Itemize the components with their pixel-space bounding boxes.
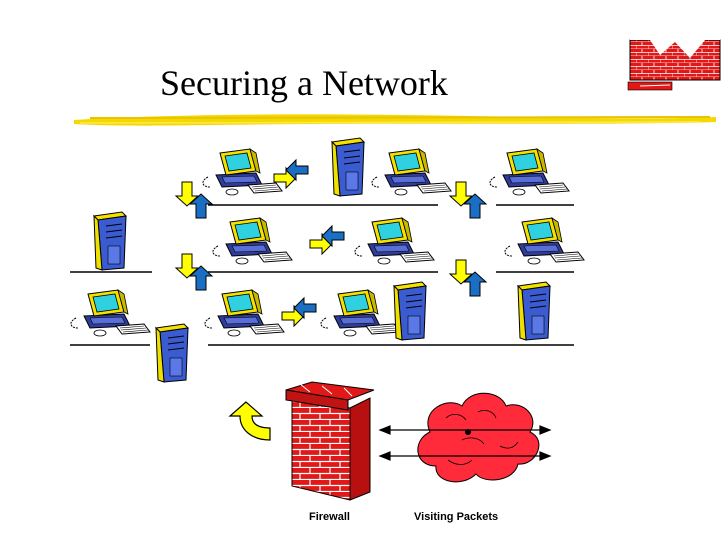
computer-icon [70, 289, 151, 337]
computer-icon [354, 217, 435, 265]
computer-icon [489, 148, 570, 196]
slide-title: Securing a Network [160, 63, 448, 103]
data-flow-arrows-icon [175, 181, 213, 219]
packet-arrows [378, 425, 552, 461]
computer-icon [202, 148, 283, 196]
server-tower-icon [517, 281, 551, 341]
data-flow-arrows-icon [175, 253, 213, 291]
title-highlighter-stroke [74, 114, 716, 126]
computer-icon [320, 289, 401, 337]
network-lines [70, 204, 574, 346]
computer-icon [371, 148, 452, 196]
computer-icon [212, 217, 293, 265]
firewall-caption: Firewall [309, 511, 350, 523]
data-flow-arrows-icon [281, 297, 317, 327]
data-flow-arrows-icon [449, 259, 487, 297]
data-flow-arrows-icon [449, 181, 487, 219]
brick-wall-logo [627, 30, 721, 91]
computer-icon [204, 289, 285, 337]
visiting-packets-caption: Visiting Packets [414, 511, 499, 523]
computer-icon [504, 217, 585, 265]
data-flow-arrows-icon [273, 159, 309, 189]
server-tower-icon [331, 137, 365, 197]
server-tower-icon [393, 281, 427, 341]
firewall-wall-icon [285, 381, 375, 501]
server-tower-icon [93, 211, 127, 271]
data-flow-arrows-icon [309, 225, 345, 255]
internet-cloud-icon [417, 392, 540, 483]
curved-arrow-icon [228, 401, 271, 441]
server-tower-icon [155, 323, 189, 383]
